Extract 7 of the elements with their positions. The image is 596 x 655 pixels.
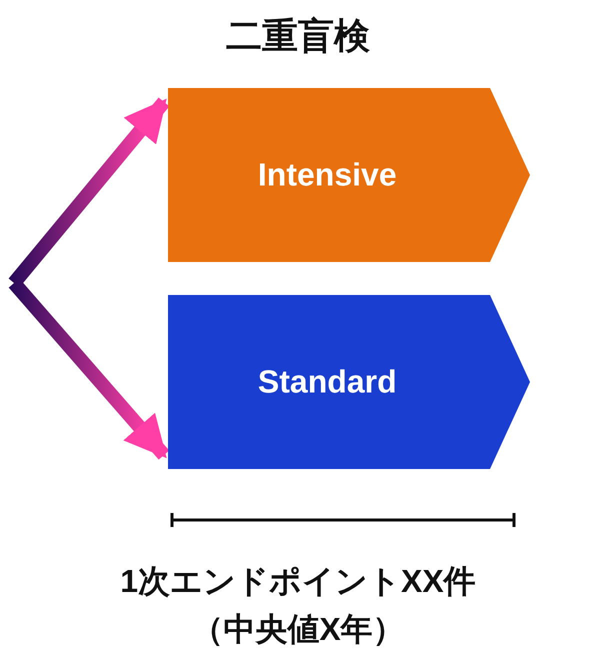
box-label: Intensive [256,156,398,194]
note: 1次エンドポイントXX件 [119,562,477,601]
title: 二重盲検 [225,14,371,58]
arrow-shaped-box [168,88,530,262]
arrow-shaped-box [168,295,530,469]
box-label: Standard [256,364,398,400]
note: （中央値X年） [190,610,406,649]
